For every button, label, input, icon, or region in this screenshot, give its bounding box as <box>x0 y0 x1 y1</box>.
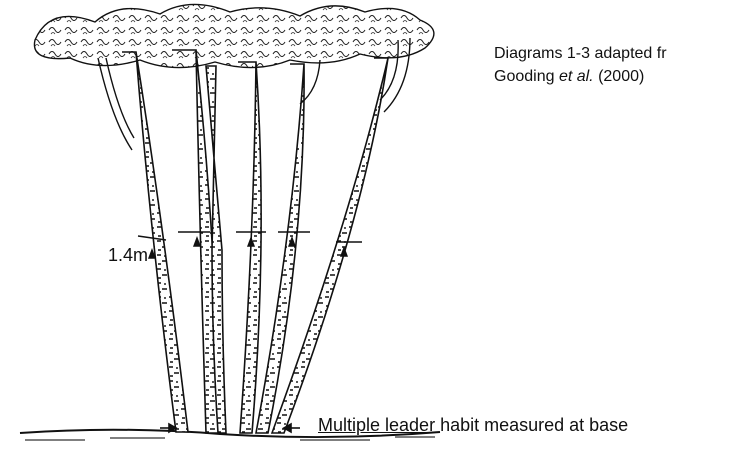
credit-year: (2000) <box>594 68 645 85</box>
credit-line-1: Diagrams 1-3 adapted fr <box>494 42 747 65</box>
credit-authors: Gooding <box>494 68 559 85</box>
diagram-credit: Diagrams 1-3 adapted fr Gooding et al. (… <box>494 42 747 88</box>
height-label: 1.4m <box>108 245 148 266</box>
trunk <box>122 52 188 432</box>
tree-canopy <box>34 4 433 67</box>
caption-underlined: Multiple leader <box>318 415 435 435</box>
trunk <box>238 62 261 433</box>
credit-et-al: et al. <box>559 68 594 85</box>
base-caption: Multiple leader habit measured at base <box>318 415 628 436</box>
credit-line-2: Gooding et al. (2000) <box>494 65 747 88</box>
caption-rest: habit measured at base <box>435 415 628 435</box>
